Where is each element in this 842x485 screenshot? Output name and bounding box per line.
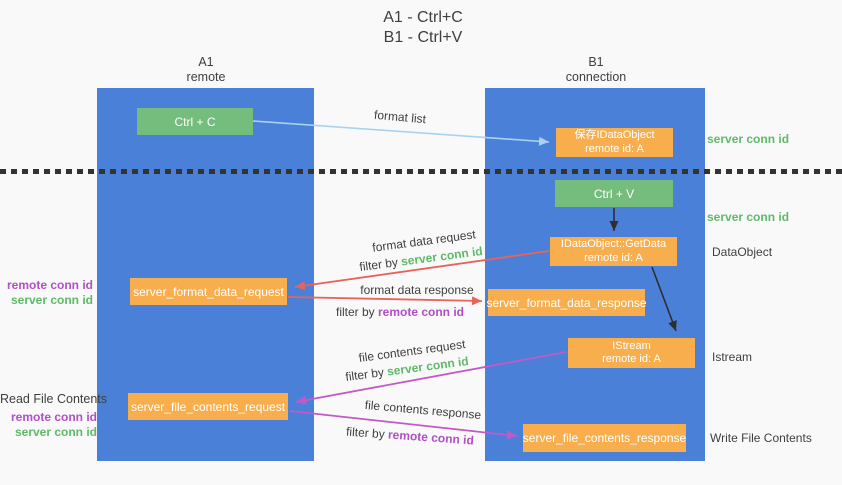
lifeline-header-b1: B1 connection (516, 55, 676, 85)
annotation-server-conn-id-mid: server conn id (707, 210, 790, 224)
node-save-idataobject: 保存IDataObject remote id: A (556, 128, 673, 157)
node-save-idataobject-line1: 保存IDataObject (574, 129, 655, 141)
node-istream-line2: remote id: A (602, 353, 661, 365)
node-server-file-contents-response: server_file_contents_response (523, 424, 686, 452)
filter-by-text: filter by (345, 424, 389, 442)
title-line-1: A1 - Ctrl+C (383, 9, 463, 26)
node-server-file-contents-response-label: server_file_contents_response (522, 431, 687, 445)
annotation-server-conn-id-top: server conn id (707, 132, 790, 146)
dotted-divider-line (0, 169, 842, 174)
label-filter-by-remote-conn-id-1: filter by remote conn id (336, 305, 464, 319)
node-idataobject-getdata-line2: remote id: A (584, 251, 643, 264)
node-idataobject-getdata-line1: IDataObject::GetData (560, 238, 667, 250)
node-ctrl-c-label: Ctrl + C (174, 114, 216, 129)
annotation-remote-conn-id-1: remote conn id (6, 278, 93, 292)
node-istream: IStream remote id: A (568, 338, 695, 368)
lifeline-b1-name: B1 (588, 55, 604, 69)
label-format-data-response: format data response (360, 283, 474, 297)
annotation-group-format-ids: remote conn id server conn id (0, 278, 93, 308)
node-server-file-contents-request-label: server_file_contents_request (130, 399, 286, 414)
label-format-list: format list (373, 107, 427, 127)
format-data-response-arrow (287, 296, 483, 306)
remote-conn-id-text: remote conn id (378, 305, 465, 319)
label-filter-by-remote-conn-id-2: filter by remote conn id (346, 425, 475, 448)
annotation-write-file-contents: Write File Contents (710, 431, 812, 445)
lifeline-b1-role: connection (565, 70, 627, 84)
node-ctrl-v-label: Ctrl + V (593, 186, 635, 201)
node-server-format-data-request-label: server_format_data_request (133, 284, 284, 299)
filter-by-text: filter by (344, 364, 389, 385)
node-server-file-contents-request: server_file_contents_request (128, 393, 288, 420)
annotation-server-conn-id-left-2: server conn id (14, 425, 97, 439)
filter-by-text: filter by (335, 305, 378, 319)
annotation-dataobject: DataObject (712, 245, 773, 259)
lifeline-a1-role: remote (186, 70, 226, 84)
node-save-idataobject-line2: remote id: A (585, 142, 644, 155)
annotation-read-file-contents: Read File Contents (0, 392, 108, 406)
annotation-istream: Istream (712, 350, 753, 364)
node-istream-line1: IStream (612, 339, 651, 352)
annotation-group-file-ids: Read File Contents remote conn id server… (0, 392, 108, 440)
title-line-2: B1 - Ctrl+V (383, 29, 463, 46)
annotation-remote-conn-id-2: remote conn id (10, 410, 97, 424)
node-ctrl-v: Ctrl + V (555, 180, 673, 207)
node-server-format-data-request: server_format_data_request (130, 278, 287, 305)
remote-conn-id-text: remote conn id (387, 427, 475, 448)
annotation-server-conn-id-left-1: server conn id (10, 293, 93, 307)
lifeline-a1-name: A1 (198, 55, 214, 69)
lifeline-header-a1: A1 remote (126, 55, 286, 85)
node-server-format-data-response-label: server_format_data_response (486, 295, 647, 310)
label-file-contents-response: file contents response (364, 397, 482, 423)
node-server-format-data-response: server_format_data_response (486, 289, 647, 316)
node-idataobject-getdata: IDataObject::GetData remote id: A (550, 237, 677, 266)
node-ctrl-c: Ctrl + C (137, 108, 253, 135)
diagram-title: A1 - Ctrl+C B1 - Ctrl+V (318, 8, 528, 48)
filter-by-text: filter by (358, 254, 403, 275)
